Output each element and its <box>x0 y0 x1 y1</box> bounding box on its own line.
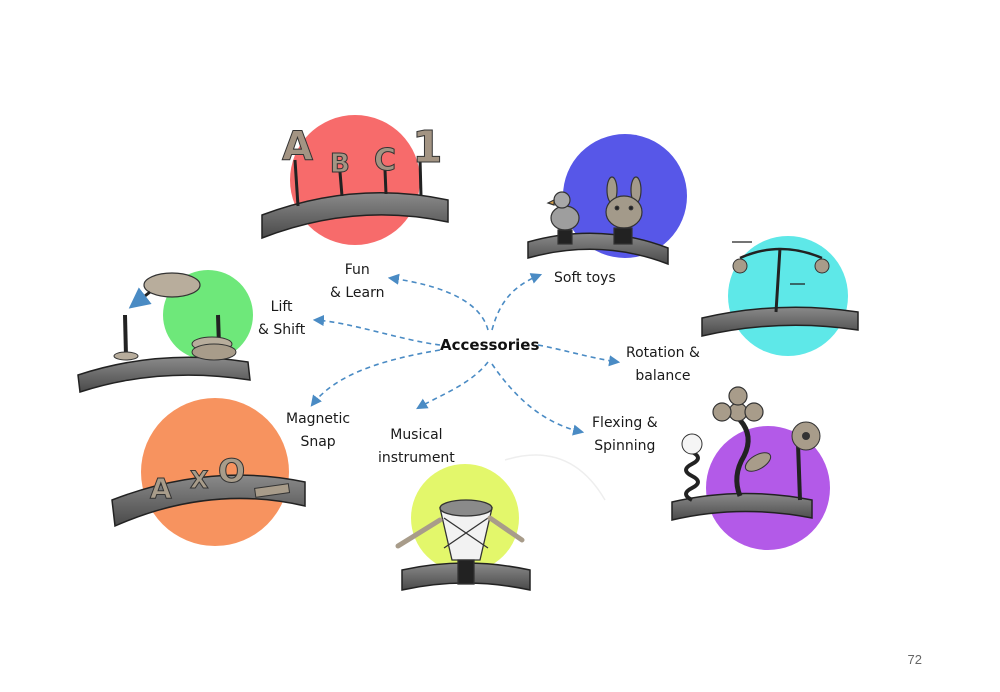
label-musical: Musical instrument <box>378 427 455 466</box>
arrow-to-flexing <box>491 363 585 436</box>
label-rotation: Rotation & balance <box>626 345 700 384</box>
rotate-arrows-icon <box>732 241 805 285</box>
move-arrow-icon <box>128 287 152 309</box>
fun-learn-base-tube <box>261 191 449 240</box>
arrow-to-lift-shift <box>312 314 441 346</box>
bird-toy <box>546 191 580 245</box>
lift-shift-illustration <box>77 270 253 393</box>
drum <box>439 499 493 585</box>
flower-stem <box>734 418 751 497</box>
arrow-to-soft-toys <box>491 273 543 331</box>
arrow-to-musical <box>416 361 489 410</box>
bunny-toy <box>605 176 643 245</box>
soft-toys-illustration <box>527 134 687 266</box>
arrow-to-rotation <box>537 344 621 367</box>
label-fun-learn: Fun & Learn <box>330 262 385 301</box>
flexing-illustration <box>671 386 830 550</box>
drumstick-right <box>487 515 525 543</box>
drumstick-left <box>395 517 443 549</box>
letter-a: A <box>282 124 313 170</box>
letter-b: B <box>330 149 350 179</box>
rotation-base-tube <box>701 306 859 337</box>
rotation-illustration <box>701 236 859 356</box>
center-label: Accessories <box>440 336 540 354</box>
label-lift-shift: Lift & Shift <box>258 299 306 338</box>
musical-illustration <box>395 454 606 591</box>
magnet-letter-o: O <box>218 452 245 490</box>
connector-arrows <box>310 273 621 436</box>
flexing-base-tube <box>671 492 813 521</box>
digit-1: 1 <box>412 122 443 173</box>
magnet-letter-x: X <box>190 466 209 494</box>
arrow-to-fun-learn <box>387 273 489 331</box>
faint-outline-arc <box>504 454 606 501</box>
page-number: 72 <box>907 652 922 667</box>
label-soft-toys: Soft toys <box>554 270 616 286</box>
fun-learn-illustration: A B C 1 <box>261 115 449 245</box>
arrow-to-magnetic <box>310 349 441 407</box>
label-flexing: Flexing & Spinning <box>592 415 658 454</box>
label-magnetic: Magnetic Snap <box>286 411 351 450</box>
floating-disc <box>143 272 201 298</box>
magnetic-circle <box>141 398 289 546</box>
cross-flower <box>712 386 764 422</box>
lift-shift-base-tube <box>77 356 251 393</box>
magnetic-illustration: A X O <box>111 398 306 546</box>
letter-c: C <box>374 143 396 178</box>
magnet-letter-a: A <box>150 472 172 505</box>
rotation-circle <box>728 236 848 356</box>
spring-toy <box>681 433 703 502</box>
